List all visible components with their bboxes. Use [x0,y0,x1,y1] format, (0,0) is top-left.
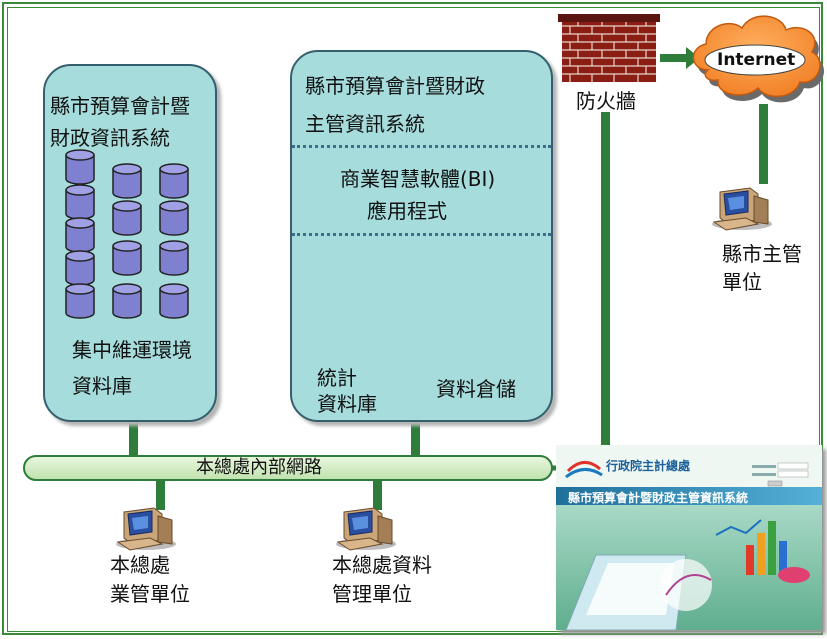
database-cylinder-icon [159,200,189,236]
datamgmt-unit-computer-icon [336,507,396,551]
database-cylinder-icon [112,240,142,276]
firewall-label: 防火牆 [576,89,636,113]
business-link-line [156,478,165,510]
business-unit-label-line2: 業管單位 [110,582,190,606]
screenshot-logo-text: 行政院主計總處 [606,459,691,473]
center-panel-title-line1: 縣市預算會計暨財政 [305,74,485,98]
screenshot-banner-text: 縣市預算會計暨財政主管資訊系統 [568,491,749,505]
database-cylinder-icon [65,283,95,319]
center-panel-divider-top [292,145,551,148]
left-panel-footer-line1: 集中維運環境 [72,338,192,362]
database-cylinder-icon [112,200,142,236]
database-cylinder-icon [112,163,142,199]
left-panel-footer-line2: 資料庫 [72,374,132,398]
left-panel-title-line2: 財政資訊系統 [50,126,170,150]
county-unit-label-line2: 單位 [722,270,762,294]
datamgmt-unit-label-line2: 管理單位 [332,582,412,606]
datamgmt-unit-label-line1: 本總處資料 [332,553,432,577]
statistics-db-label-line1: 統計 [317,366,357,390]
database-cylinder-icon [159,240,189,276]
firewall-link-line [601,112,610,460]
firewall-to-cloud-arrow [660,47,700,69]
county-unit-label-line1: 縣市主管 [722,242,802,266]
database-cylinder-icon [112,283,142,319]
left-panel-link-line [129,420,138,456]
center-panel-title-line2: 主管資訊系統 [305,112,425,136]
internet-label: Internet [717,50,796,70]
firewall-icon [558,14,660,82]
data-warehouse-label: 資料倉儲 [436,377,516,401]
statistics-db-label-line2: 資料庫 [317,392,377,416]
cloud-link-line [759,104,768,184]
network-bus-label: 本總處內部網路 [196,457,322,478]
datamgmt-link-line [373,478,382,510]
bi-software-line2: 應用程式 [367,199,447,223]
inner-frame [7,7,820,632]
system-screenshot-thumbnail: 行政院主計總處 縣市預算會計暨財政主管資訊系統 [556,445,822,630]
database-cylinder-icon [159,163,189,199]
left-panel-title-line1: 縣市預算會計暨 [50,94,190,118]
center-panel-link-line [411,420,420,456]
database-cylinder-icon [65,250,95,286]
database-cylinder-icon [65,184,95,220]
internet-cloud-icon [692,15,825,103]
county-unit-computer-icon [712,187,772,231]
bi-software-line1: 商業智慧軟體(BI) [340,167,496,191]
database-cylinder-icon [159,283,189,319]
screenshot-art [556,445,822,630]
business-unit-label-line1: 本總處 [110,553,170,577]
center-panel-divider-bottom [292,233,551,236]
database-cylinder-icon [65,149,95,185]
business-unit-computer-icon [116,507,176,551]
fiscal-management-system-panel [290,50,553,422]
